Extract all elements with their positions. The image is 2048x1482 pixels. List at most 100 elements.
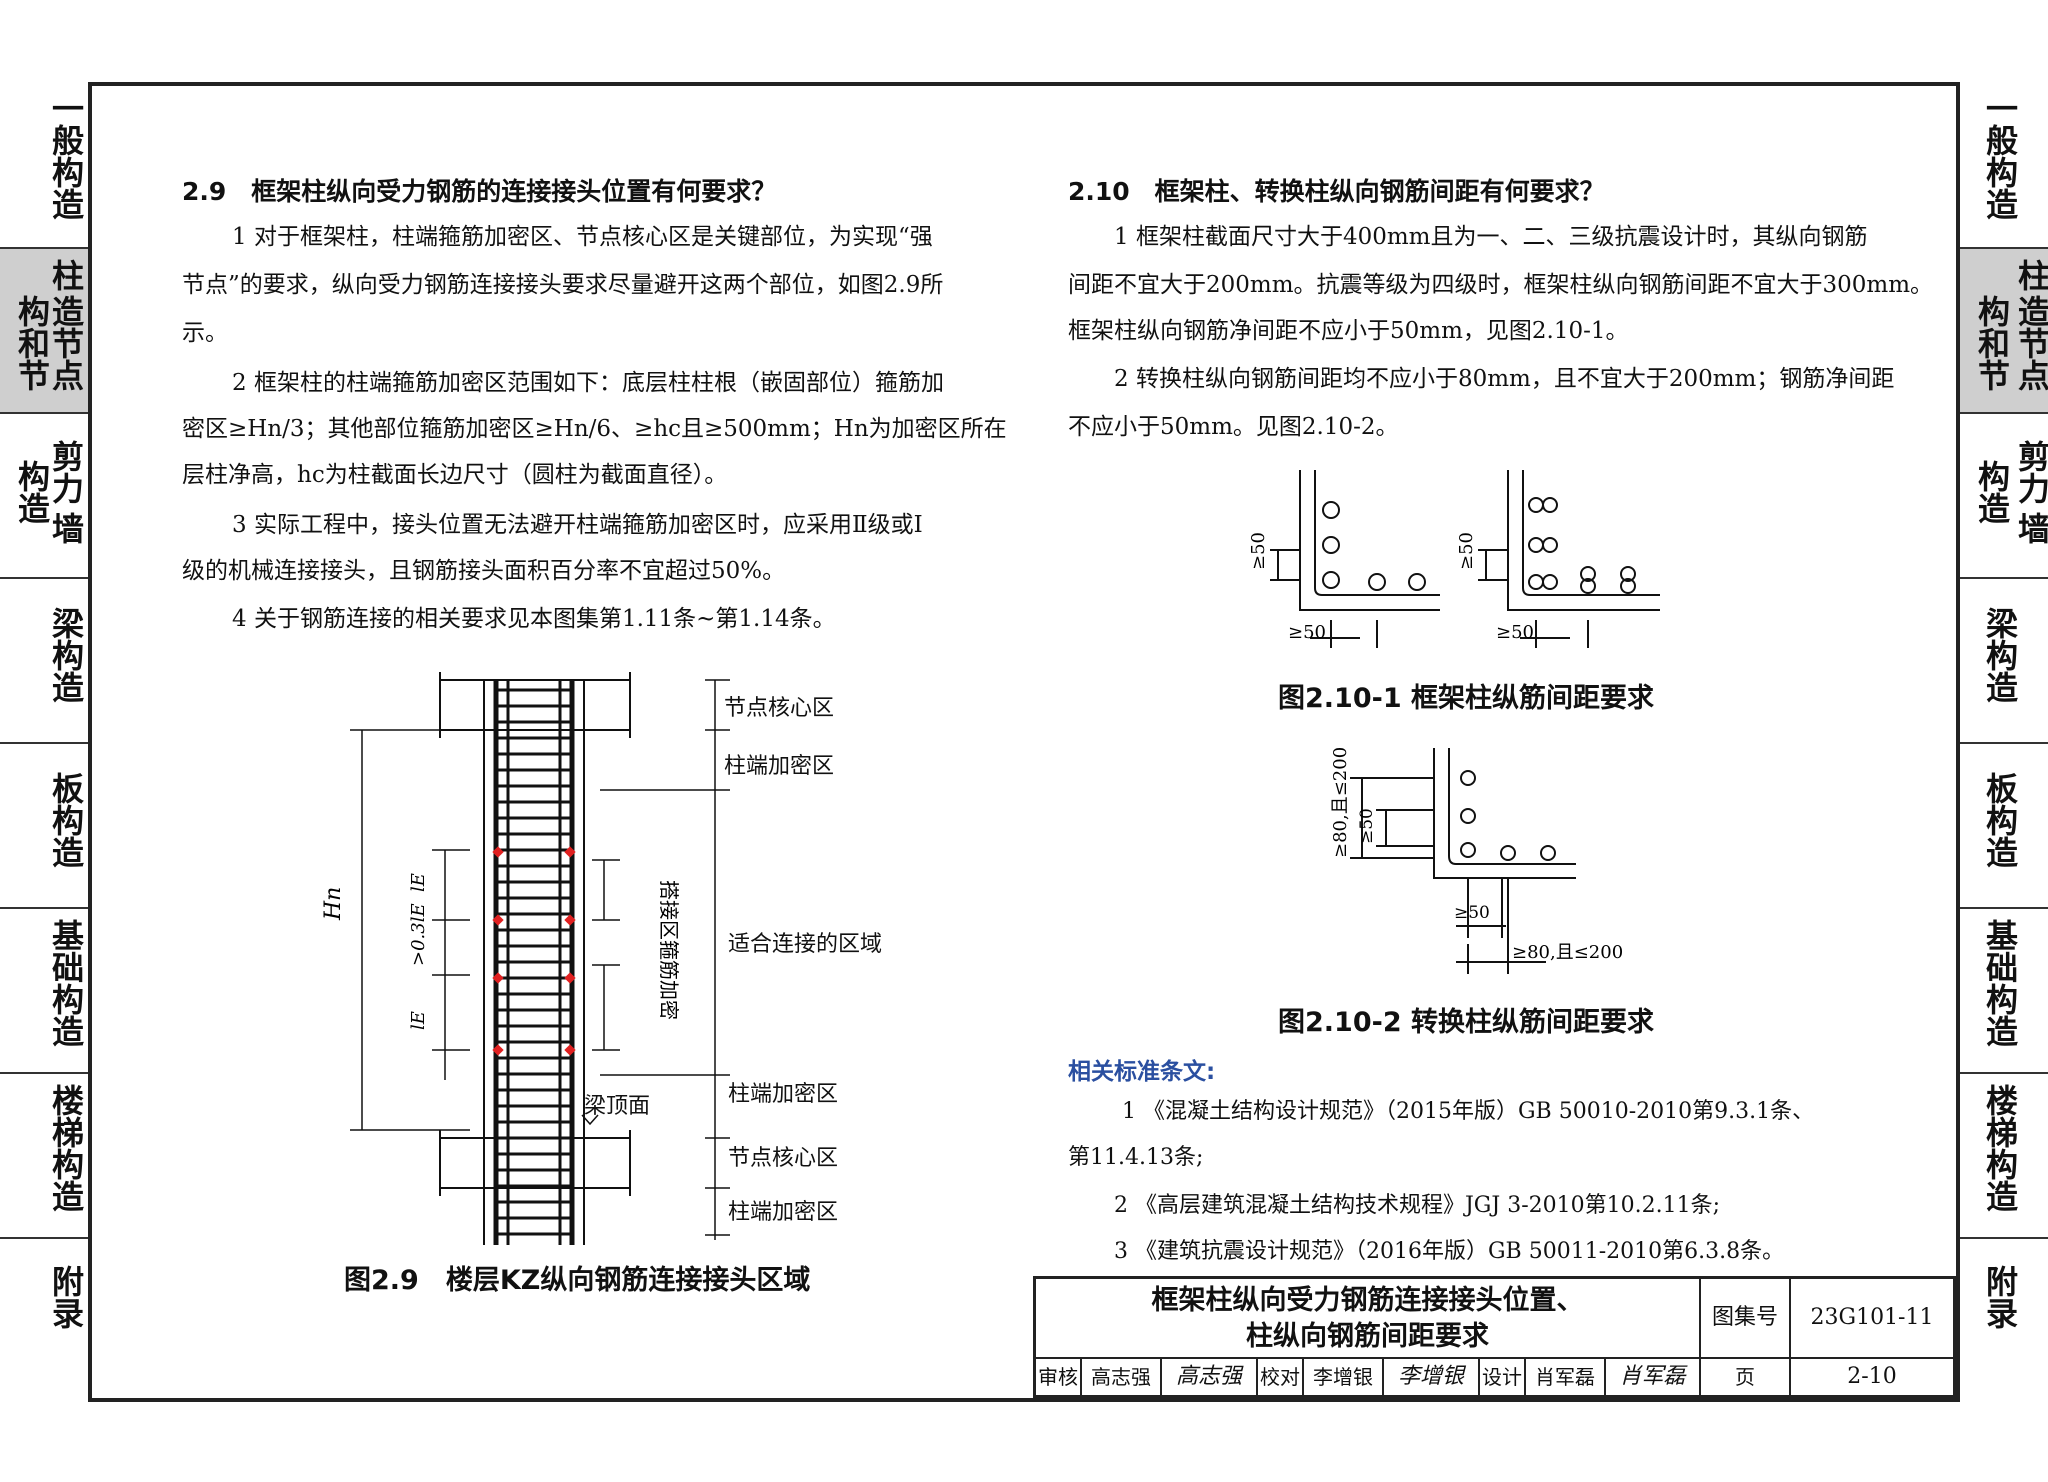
- related-standards-heading: 相关标准条文:: [1068, 1059, 1216, 1085]
- reference-2: 2 《高层建筑混凝土结构技术规程》JGJ 3-2010第10.2.11条;: [1114, 1193, 1721, 1218]
- tab-shear-wall-r-label-a: 剪力: [2013, 440, 2048, 504]
- right-p1-line1: 1 框架柱截面尺寸大于400mm且为一、二、三级抗震设计时，其纵向钢筋: [1114, 224, 1868, 250]
- tab-foundation-r-label: 基础构造: [1981, 919, 2019, 1047]
- fig29-gap: >0.3lE: [408, 903, 429, 966]
- tab-appendix-label: 附录: [47, 1265, 85, 1329]
- tab-general-label: 一般构造: [47, 92, 85, 220]
- tab-beam[interactable]: 梁构造: [0, 577, 88, 742]
- page-label: 页: [1701, 1359, 1791, 1395]
- tab-appendix[interactable]: 附录: [0, 1237, 88, 1402]
- figure-2-9-caption: 图2.9 楼层KZ纵向钢筋连接接头区域: [344, 1265, 811, 1296]
- tab-foundation[interactable]: 基础构造: [0, 907, 88, 1072]
- fig2102-h-outer: ≥80,且≤200: [1512, 942, 1623, 963]
- tab-column-node-r-label-a: 柱: [2013, 259, 2048, 291]
- section-heading-2-10: 2.10 框架柱、转换柱纵向钢筋间距有何要求？: [1068, 177, 1605, 206]
- splice-mark: [564, 914, 576, 926]
- figure-2-10-2-caption: 图2.10-2 转换柱纵筋间距要求: [1278, 1007, 1655, 1038]
- tab-shear-wall-label-c: 墙: [47, 512, 85, 544]
- tab-stairs[interactable]: 楼梯构造: [0, 1072, 88, 1237]
- right-p2-line2: 不应小于50mm。见图2.10-2。: [1068, 414, 1399, 440]
- left-p3-line1: 3 实际工程中，接头位置无法避开柱端箍筋加密区时，应采用Ⅱ级或Ⅰ: [232, 512, 923, 538]
- side-tabs-left: 一般构造 柱 构和节 造节点 剪力 构造 墙 梁构造 板构造 基础构造 楼梯构造…: [0, 82, 88, 1402]
- tab-general[interactable]: 一般构造: [0, 82, 88, 247]
- tab-slab-r[interactable]: 板构造: [1960, 742, 2048, 907]
- tab-column-node-r-label-c: 造节点: [2013, 295, 2048, 391]
- tab-general-r[interactable]: 一般构造: [1960, 82, 2048, 247]
- splice-mark: [564, 846, 576, 858]
- fig2101-h1: ≥50: [1288, 622, 1326, 643]
- fig29-le-bottom: lE: [408, 1011, 429, 1030]
- left-p1-line2: 节点”的要求，纵向受力钢筋连接接头要求尽量避开这两个部位，如图2.9所: [182, 272, 944, 298]
- splice-mark: [564, 1044, 576, 1056]
- left-p3-line2: 级的机械连接接头，且钢筋接头面积百分率不宜超过50%。: [182, 558, 786, 584]
- design-signature: 肖军磊: [1606, 1359, 1701, 1395]
- tab-shear-wall-r[interactable]: 剪力 构造 墙: [1960, 412, 2048, 577]
- tab-slab[interactable]: 板构造: [0, 742, 88, 907]
- fig2101-v2: ≥50: [1456, 532, 1477, 570]
- atlas-value: 23G101-11: [1810, 1305, 1934, 1330]
- tab-column-node-label-c: 造节点: [47, 295, 85, 391]
- tab-shear-wall-label-b: 构造: [13, 460, 51, 524]
- review-name: 高志强: [1082, 1359, 1162, 1395]
- fig2101-h2: ≥50: [1496, 622, 1534, 643]
- splice-mark: [492, 846, 504, 858]
- tab-stairs-r[interactable]: 楼梯构造: [1960, 1072, 2048, 1237]
- figure-2-10-2: ≥80,且≤200 ≥50 ≥50 ≥80,且≤200: [1330, 748, 1623, 974]
- tab-column-node-r-label-b: 构和节: [1973, 295, 2011, 391]
- page-value: 2-10: [1847, 1364, 1897, 1389]
- left-p2-line2: 密区≥Hn/3；其他部位箍筋加密区≥Hn/6、≥hc且≥500mm；Hn为加密区…: [182, 416, 1007, 442]
- tab-slab-r-label: 板构造: [1981, 772, 2019, 868]
- atlas-label: 图集号: [1701, 1279, 1791, 1357]
- check-label: 校对: [1258, 1359, 1304, 1395]
- design-name: 肖军磊: [1526, 1359, 1606, 1395]
- fig29-le-top: lE: [408, 873, 429, 892]
- fig29-node-core-bottom: 节点核心区: [728, 1146, 839, 1171]
- splice-mark: [492, 1044, 504, 1056]
- tab-beam-r-label: 梁构造: [1981, 607, 2019, 703]
- title-line-1: 框架柱纵向受力钢筋连接接头位置、: [1151, 1285, 1584, 1316]
- tab-beam-label: 梁构造: [47, 607, 85, 703]
- fig29-dense-top: 柱端加密区: [724, 754, 835, 779]
- right-p2-line1: 2 转换柱纵向钢筋间距均不应小于80mm，且不宜大于200mm；钢筋净间距: [1114, 366, 1895, 392]
- fig29-dense-bottom2: 柱端加密区: [728, 1200, 839, 1225]
- tab-column-node-r[interactable]: 柱 构和节 造节点: [1960, 247, 2048, 412]
- right-p1-line3: 框架柱纵向钢筋净间距不应小于50mm，见图2.10-1。: [1068, 318, 1629, 344]
- fig29-hn-label: Hn: [321, 887, 346, 921]
- title-line-2: 柱纵向钢筋间距要求: [1246, 1321, 1489, 1352]
- fig29-dense-bottom: 柱端加密区: [728, 1082, 839, 1107]
- side-tabs-right: 一般构造 柱 构和节 造节点 剪力 构造 墙 梁构造 板构造 基础构造 楼梯构造…: [1960, 82, 2048, 1402]
- tab-column-node-label-b: 构和节: [13, 295, 51, 391]
- check-signature: 李增银: [1384, 1359, 1480, 1395]
- tab-shear-wall-label-a: 剪力: [47, 440, 85, 504]
- reference-3: 3 《建筑抗震设计规范》（2016年版）GB 50011-2010第6.3.8条…: [1114, 1239, 1785, 1264]
- right-p1-line2: 间距不宜大于200mm。抗震等级为四级时，框架柱纵向钢筋间距不宜大于300mm。: [1068, 272, 1934, 298]
- reference-1-line1: 1 《混凝土结构设计规范》（2015年版）GB 50010-2010第9.3.1…: [1122, 1099, 1815, 1124]
- tab-general-r-label: 一般构造: [1981, 92, 2019, 220]
- fig2102-v-outer: ≥80,且≤200: [1330, 748, 1351, 858]
- left-p1-line1: 1 对于框架柱，柱端箍筋加密区、节点核心区是关键部位，为实现“强: [232, 224, 933, 250]
- tab-stairs-r-label: 楼梯构造: [1981, 1084, 2019, 1212]
- fig29-beam-top: 梁顶面: [584, 1094, 651, 1119]
- tab-shear-wall-r-label-b: 构造: [1973, 460, 2011, 524]
- figure-2-10-1: ≥50 ≥50 ≥50 ≥50: [1248, 470, 1660, 648]
- tab-shear-wall[interactable]: 剪力 构造 墙: [0, 412, 88, 577]
- fig29-suitable-zone: 适合连接的区域: [728, 932, 883, 957]
- splice-mark: [492, 914, 504, 926]
- left-p2-line1: 2 框架柱的柱端箍筋加密区范围如下：底层柱柱根（嵌固部位）箍筋加: [232, 370, 944, 396]
- fig2101-v1: ≥50: [1248, 532, 1269, 570]
- tab-column-node[interactable]: 柱 构和节 造节点: [0, 247, 88, 412]
- page-frame: [88, 82, 1960, 1402]
- tab-column-node-label-a: 柱: [47, 259, 85, 291]
- tab-foundation-r[interactable]: 基础构造: [1960, 907, 2048, 1072]
- tab-slab-label: 板构造: [47, 772, 85, 868]
- tab-stairs-label: 楼梯构造: [47, 1084, 85, 1212]
- title-block: 框架柱纵向受力钢筋连接接头位置、 柱纵向钢筋间距要求 图集号 23G101-11…: [1033, 1276, 1956, 1398]
- design-label: 设计: [1480, 1359, 1526, 1395]
- left-p1-line3: 示。: [182, 320, 228, 346]
- splice-mark: [564, 972, 576, 984]
- check-name: 李增银: [1304, 1359, 1384, 1395]
- fig29-splice-label: 搭接区箍筋加密: [657, 880, 681, 1020]
- tab-appendix-r[interactable]: 附录: [1960, 1237, 2048, 1402]
- tab-beam-r[interactable]: 梁构造: [1960, 577, 2048, 742]
- splice-mark: [492, 972, 504, 984]
